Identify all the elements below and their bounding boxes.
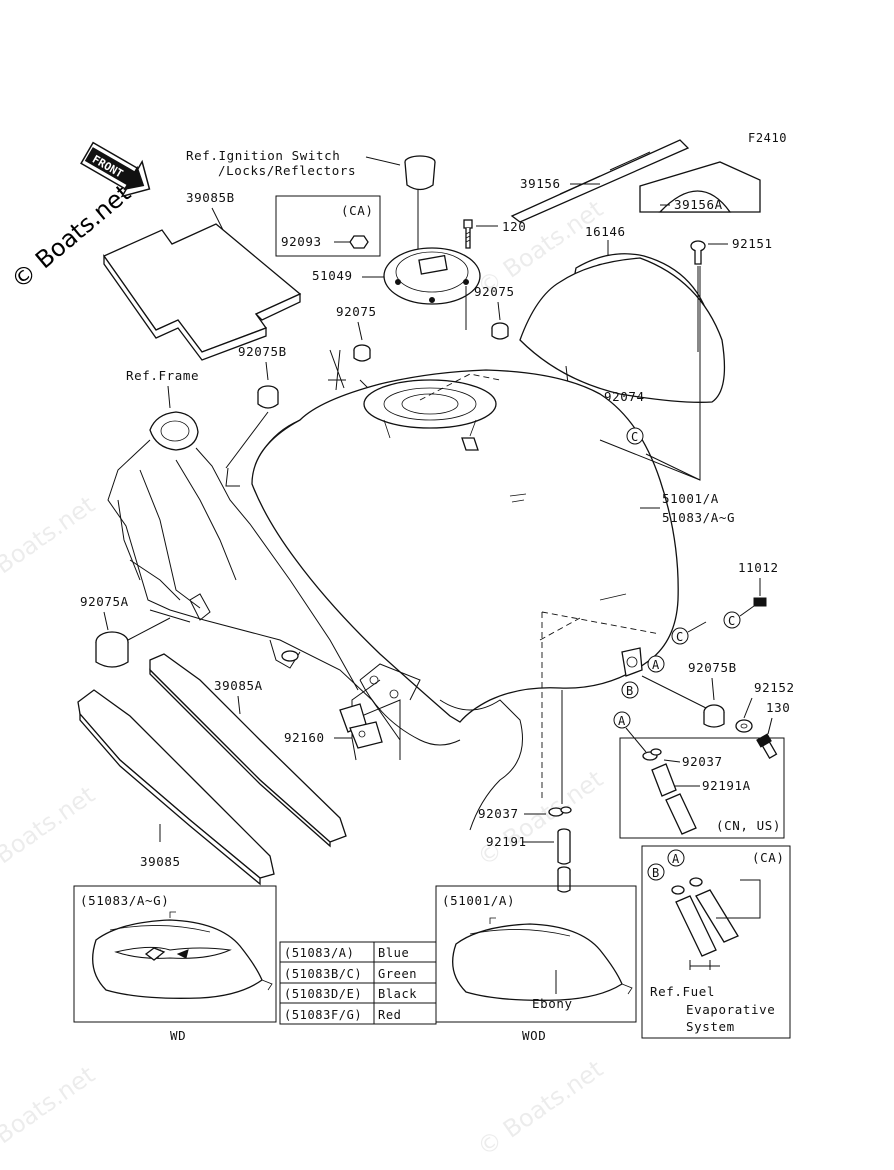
ref-ignition-line2: /Locks/Reflectors xyxy=(218,163,356,178)
grommet-92075-right xyxy=(491,322,509,340)
part-92075-right: 92075 xyxy=(474,284,515,299)
part-92160: 92160 xyxy=(284,730,325,745)
marker-a-tank: A xyxy=(652,658,660,672)
pad-39085 xyxy=(77,689,275,886)
watermark-text: © Boats.net xyxy=(0,491,100,598)
bracket-92160 xyxy=(339,703,383,749)
pad-39085A xyxy=(149,653,347,848)
color-row-color: Red xyxy=(378,1008,401,1022)
part-39085: 39085 xyxy=(140,854,181,869)
part-92093: 92093 xyxy=(281,234,322,249)
part-92075A: 92075A xyxy=(80,594,129,609)
wd-inset-header: (51083/A~G) xyxy=(80,893,169,908)
strip-39156 xyxy=(510,139,690,223)
color-row-color: Blue xyxy=(378,946,409,960)
marker-c-top: C xyxy=(631,430,639,444)
part-120: 120 xyxy=(502,219,526,234)
marker-c-right: C xyxy=(728,614,736,628)
color-row-part: (51083/A) xyxy=(284,946,354,960)
wod-inset-header: (51001/A) xyxy=(442,893,515,908)
color-row-part: (51083D/E) xyxy=(284,987,362,1001)
fuel-cap-plate xyxy=(383,247,481,305)
ca-label: (CA) xyxy=(341,203,374,218)
part-92037-lower: 92037 xyxy=(478,806,519,821)
screw-92151 xyxy=(690,240,706,265)
watermark-text: © Boats.net xyxy=(0,1061,100,1168)
watermark-text: © Boats.net xyxy=(0,781,100,888)
frame-drawing xyxy=(107,349,401,741)
collar-92152 xyxy=(735,719,753,733)
tank-plain xyxy=(452,917,633,1001)
color-row-part: (51083B/C) xyxy=(284,967,362,981)
tank-mount-bracket xyxy=(621,647,643,677)
ignition-cap xyxy=(404,155,436,255)
part-92075B-top: 92075B xyxy=(238,344,287,359)
part-16146: 16146 xyxy=(585,224,626,239)
bolt-120 xyxy=(463,219,473,249)
wd-caption: WD xyxy=(170,1028,186,1043)
part-130: 130 xyxy=(766,700,790,715)
tank-with-decal xyxy=(92,911,273,999)
part-39156A: 39156A xyxy=(674,197,723,212)
label-cn-us: (CN, US) xyxy=(716,818,781,833)
clip-11012 xyxy=(753,597,767,607)
grommet-92075B-top xyxy=(257,385,279,409)
marker-a-ca: A xyxy=(672,852,680,866)
diagram-code: F2410 xyxy=(748,131,787,145)
nut-92093 xyxy=(349,235,369,249)
ref-ignition-line1: Ref.Ignition Switch xyxy=(186,148,340,163)
part-51001A: 51001/A xyxy=(662,491,719,506)
marker-c-mid: C xyxy=(676,630,684,644)
front-arrow-icon: FRONT xyxy=(80,141,151,198)
marker-b-ca: B xyxy=(652,866,660,880)
pad-39156A xyxy=(639,161,761,213)
part-92191A: 92191A xyxy=(702,778,751,793)
marker-a-cnus: A xyxy=(618,714,626,728)
clamp-92037-lower xyxy=(548,806,572,817)
fuel-tank xyxy=(251,369,679,831)
wod-finish: Ebony xyxy=(532,996,573,1011)
marker-b-tank: B xyxy=(626,684,634,698)
part-39085A: 39085A xyxy=(214,678,263,693)
pad-39085B xyxy=(103,223,302,361)
wod-caption: WOD xyxy=(522,1028,546,1043)
ca-box xyxy=(275,195,381,257)
part-51049: 51049 xyxy=(312,268,353,283)
watermark-text: © Boats.net xyxy=(472,1055,608,1162)
hose-92191A xyxy=(651,763,697,835)
wod-inset-box xyxy=(435,885,637,1023)
part-39156: 39156 xyxy=(520,176,561,191)
ca-bottom-box xyxy=(641,845,791,1039)
part-92037-cnus: 92037 xyxy=(682,754,723,769)
ref-fuel-line2: Evaporative xyxy=(686,1002,775,1017)
ca-hoses xyxy=(671,877,739,957)
part-11012: 11012 xyxy=(738,560,779,575)
grommet-92075-left xyxy=(353,344,371,362)
color-row-color: Green xyxy=(378,967,417,981)
part-39085B: 39085B xyxy=(186,190,235,205)
part-92075B-lower: 92075B xyxy=(688,660,737,675)
cn-us-box xyxy=(619,737,785,839)
color-row-color: Black xyxy=(378,987,417,1001)
label-ca-bottom: (CA) xyxy=(752,850,785,865)
hose-92191 xyxy=(557,828,571,893)
clamp-92037-cnus xyxy=(642,748,662,761)
color-row-part: (51083F/G) xyxy=(284,1008,362,1022)
part-92075-left: 92075 xyxy=(336,304,377,319)
ref-fuel-line1: Ref.Fuel xyxy=(650,984,715,999)
part-51083AG: 51083/A~G xyxy=(662,510,735,525)
damper-92075A xyxy=(95,631,129,668)
grommet-92075B-lower xyxy=(703,704,725,728)
part-92152: 92152 xyxy=(754,680,795,695)
part-92074: 92074 xyxy=(604,389,645,404)
color-table: (51083/A) Blue (51083B/C) Green (51083D/… xyxy=(279,941,437,1025)
wd-inset-box xyxy=(73,885,277,1023)
part-92191: 92191 xyxy=(486,834,527,849)
ref-fuel-line3: System xyxy=(686,1019,735,1034)
part-92151: 92151 xyxy=(732,236,773,251)
ref-frame: Ref.Frame xyxy=(126,368,199,383)
